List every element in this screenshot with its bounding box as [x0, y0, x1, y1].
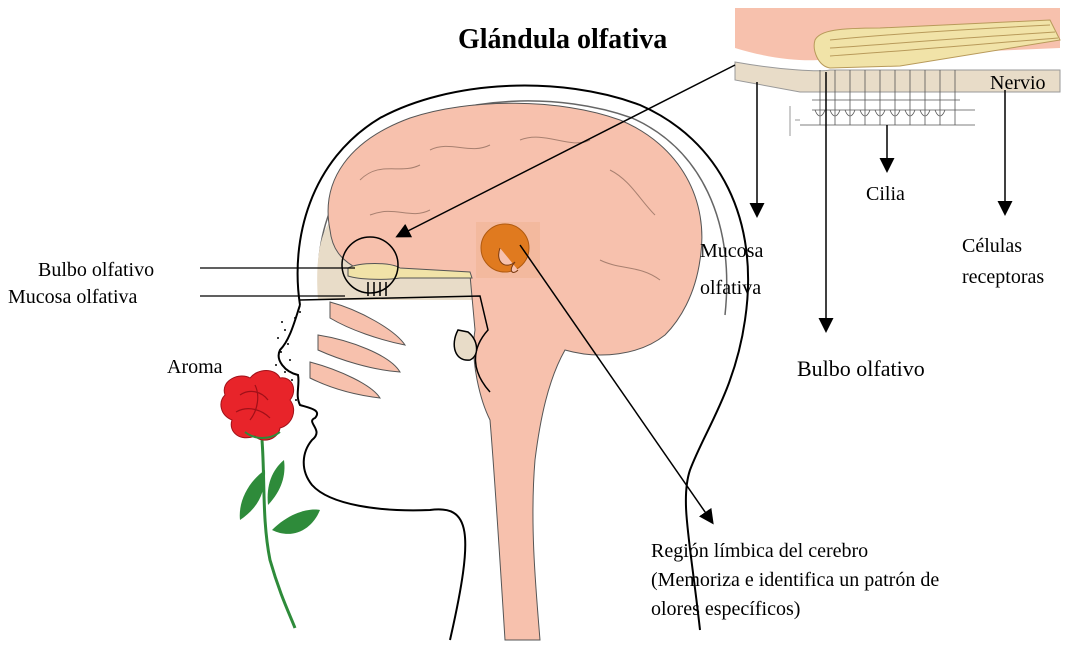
- title: Glándula olfativa: [458, 24, 667, 55]
- label-mucosa-detail-1: Mucosa: [700, 240, 763, 262]
- label-celulas-2: receptoras: [962, 266, 1044, 288]
- label-limbica-1: Región límbica del cerebro: [651, 540, 868, 562]
- limbic-region: [476, 222, 540, 278]
- label-mucosa-left: Mucosa olfativa: [8, 286, 138, 308]
- label-cilia: Cilia: [866, 183, 905, 205]
- label-mucosa-detail-2: olfativa: [700, 277, 761, 299]
- label-limbica-3: olores específicos): [651, 598, 800, 620]
- nasal-turbinates: [310, 302, 405, 398]
- label-bulbo-detail: Bulbo olfativo: [797, 356, 925, 381]
- label-limbica-2: (Memoriza e identifica un patrón de: [651, 569, 939, 591]
- rose-illustration: [221, 371, 320, 629]
- label-bulbo-left: Bulbo olfativo: [38, 259, 154, 281]
- label-aroma: Aroma: [167, 356, 223, 378]
- label-celulas-1: Células: [962, 235, 1022, 257]
- brain: [328, 103, 702, 640]
- label-nervio: Nervio: [990, 72, 1046, 94]
